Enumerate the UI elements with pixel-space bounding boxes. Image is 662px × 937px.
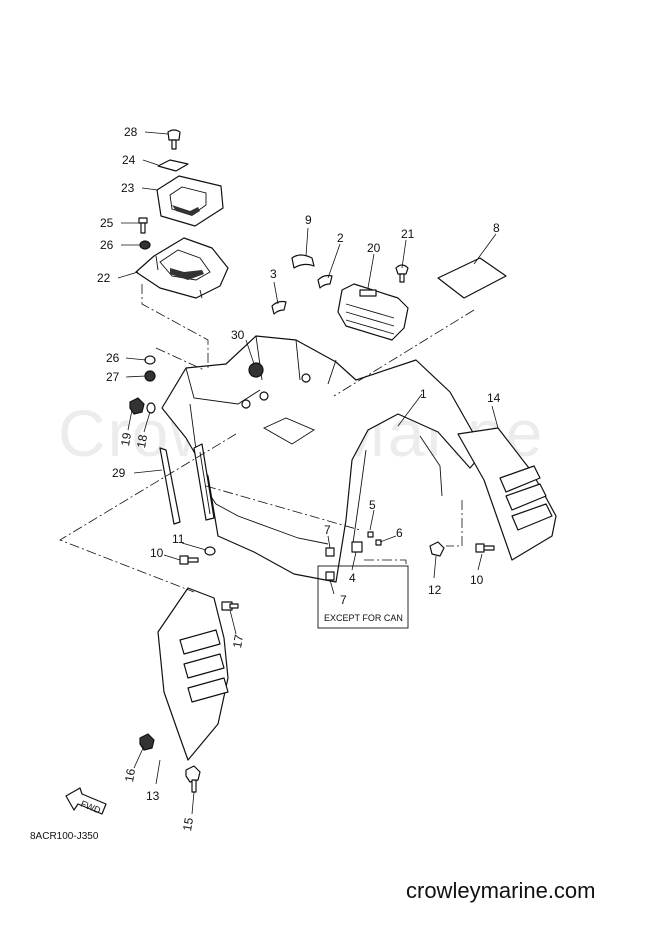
- callout-29: 29: [112, 466, 126, 480]
- site-footer[interactable]: crowleymarine.com: [406, 878, 596, 903]
- callout-16: 16: [122, 767, 138, 783]
- callout-15: 15: [180, 816, 196, 832]
- except-note: EXCEPT FOR CAN: [324, 613, 403, 623]
- callout-10-right: 10: [470, 573, 484, 587]
- callout-6: 6: [396, 526, 403, 540]
- callout-24: 24: [122, 153, 136, 167]
- callout-18: 18: [134, 433, 150, 449]
- cover-1[interactable]: [161, 335, 485, 583]
- pad-9[interactable]: [291, 254, 315, 269]
- pad-3[interactable]: [271, 300, 287, 315]
- bracket-22[interactable]: [135, 237, 229, 299]
- callout-8: 8: [493, 221, 500, 235]
- callout-21: 21: [401, 227, 415, 241]
- nut-27[interactable]: [144, 370, 156, 382]
- knob-30[interactable]: [248, 362, 264, 378]
- pad-2[interactable]: [317, 274, 333, 289]
- rail-29[interactable]: [159, 443, 215, 525]
- callout-10-left: 10: [150, 546, 164, 560]
- side-panel-14[interactable]: [457, 427, 557, 561]
- bolt-15[interactable]: [185, 765, 201, 793]
- grommet-19[interactable]: [129, 397, 145, 415]
- plate-24[interactable]: [157, 159, 189, 172]
- callout-26-mid: 26: [106, 351, 120, 365]
- callout-9: 9: [305, 213, 312, 227]
- pad-7-bottom[interactable]: [325, 571, 335, 581]
- callout-1: 1: [420, 387, 427, 401]
- callout-27: 27: [106, 370, 120, 384]
- callout-23: 23: [121, 181, 135, 195]
- pad-7-top[interactable]: [325, 547, 335, 557]
- pad-4[interactable]: [351, 541, 363, 553]
- callout-17: 17: [230, 633, 246, 649]
- callout-2: 2: [337, 231, 344, 245]
- screw-17[interactable]: [221, 601, 239, 611]
- callout-11: 11: [172, 532, 185, 546]
- clip-12[interactable]: [429, 541, 445, 557]
- pad-5[interactable]: [367, 531, 374, 538]
- bolt-25[interactable]: [138, 217, 148, 234]
- nut-26-mid[interactable]: [144, 355, 156, 365]
- callout-4: 4: [349, 571, 356, 585]
- callout-20: 20: [367, 241, 381, 255]
- nut-26-top[interactable]: [139, 240, 151, 250]
- callout-3: 3: [270, 267, 277, 281]
- diagram-code: 8ACR100-J350: [30, 831, 99, 842]
- callout-7-top: 7: [324, 523, 331, 537]
- side-panel-13[interactable]: [157, 587, 229, 761]
- grommet-16[interactable]: [139, 733, 155, 751]
- callout-26-top: 26: [100, 238, 114, 252]
- pad-20[interactable]: [337, 283, 409, 341]
- callout-30: 30: [231, 328, 245, 342]
- washer-11[interactable]: [204, 546, 216, 556]
- sheet-8[interactable]: [437, 257, 507, 299]
- callout-22: 22: [97, 271, 111, 285]
- callout-5: 5: [369, 498, 376, 512]
- bolt-28[interactable]: [167, 129, 181, 150]
- washer-18[interactable]: [146, 402, 156, 414]
- grommet-23[interactable]: [156, 175, 224, 227]
- callout-25: 25: [100, 216, 114, 230]
- callout-12: 12: [428, 583, 442, 597]
- bolt-10-right[interactable]: [475, 543, 495, 553]
- callout-14: 14: [487, 391, 501, 405]
- screw-21[interactable]: [395, 264, 409, 283]
- fwd-arrow-icon: FWD: [65, 787, 107, 816]
- callout-28: 28: [124, 125, 138, 139]
- callout-7-bottom: 7: [340, 593, 347, 607]
- pad-6[interactable]: [375, 539, 382, 546]
- except-box: [317, 565, 409, 629]
- callout-19: 19: [118, 431, 134, 447]
- bolt-10-left[interactable]: [179, 555, 199, 565]
- callout-13: 13: [146, 789, 160, 803]
